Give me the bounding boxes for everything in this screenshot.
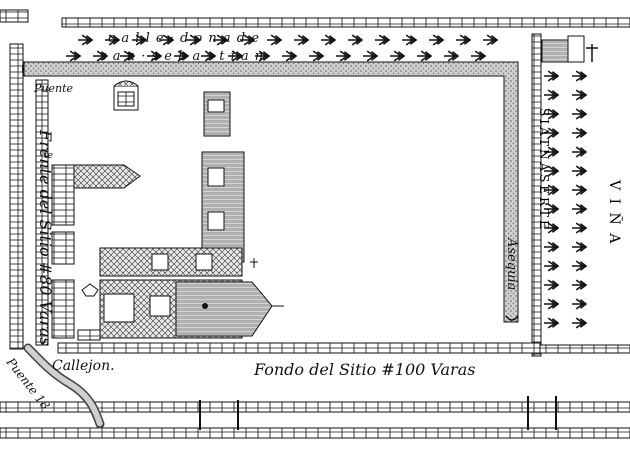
plant-sprig — [572, 146, 588, 158]
plant-sprig — [105, 34, 121, 46]
plant-sprig — [147, 50, 163, 62]
plant-sprig — [309, 50, 325, 62]
plant-sprig — [572, 165, 588, 177]
plant-sprig — [572, 108, 588, 120]
gate-structure — [541, 35, 598, 63]
plant-sprig — [213, 34, 229, 46]
plant-sprig — [572, 184, 588, 196]
vineyard-plants — [544, 70, 588, 329]
plant-sprig — [186, 34, 202, 46]
plant-sprig — [544, 127, 560, 139]
plant-sprig — [544, 89, 560, 101]
plant-sprig — [120, 50, 136, 62]
plant-sprig — [159, 34, 175, 46]
plant-sprig — [544, 241, 560, 253]
north-wall — [61, 17, 630, 28]
plant-sprig — [544, 260, 560, 272]
plant-sprig — [544, 222, 560, 234]
plant-sprig — [201, 50, 217, 62]
street-wall-south — [0, 401, 630, 413]
plant-sprig — [375, 34, 391, 46]
label-calle-row1: c a l l e · d o n a d e — [108, 31, 260, 46]
label-annex-mark: te — [44, 151, 53, 161]
plant-sprig — [456, 34, 472, 46]
label-side-letters: SIATNASERTE — [537, 108, 551, 232]
plant-sprig — [544, 203, 560, 215]
plant-sprig — [336, 50, 352, 62]
plant-sprig — [572, 70, 588, 82]
street-wall-south-2 — [0, 427, 630, 439]
acequia-channel — [22, 61, 519, 323]
tower-small — [203, 91, 231, 137]
corner-wall-nw — [0, 9, 29, 23]
plant-row-top — [66, 34, 499, 62]
plant-sprig — [572, 222, 588, 234]
plant-sprig — [321, 34, 337, 46]
plant-sprig — [444, 50, 460, 62]
label-callejon: Callejon. — [52, 358, 115, 374]
east-wall — [531, 33, 542, 357]
plant-sprig — [572, 260, 588, 272]
plant-sprig — [471, 50, 487, 62]
label-vina: V I Ñ A — [606, 179, 624, 245]
plant-sprig — [544, 317, 560, 329]
label-puente-top: Puente — [33, 82, 74, 95]
plant-sprig — [544, 108, 560, 120]
south-wall — [57, 342, 541, 354]
label-fondo: Fondo del Sitio #100 Varas — [253, 360, 475, 379]
plant-sprig — [572, 241, 588, 253]
plant-sprig — [93, 50, 109, 62]
plant-sprig — [544, 298, 560, 310]
creek-water — [25, 345, 103, 427]
label-acequia: Asequia — [504, 237, 519, 290]
plant-sprig — [348, 34, 364, 46]
plant-sprig — [572, 279, 588, 291]
plant-sprig — [572, 298, 588, 310]
west-wall — [9, 43, 24, 350]
plant-sprig — [544, 70, 560, 82]
plant-sprig — [390, 50, 406, 62]
plant-sprig — [572, 89, 588, 101]
plant-sprig — [255, 50, 271, 62]
plant-sprig — [78, 34, 94, 46]
plant-sprig — [363, 50, 379, 62]
plant-sprig — [417, 50, 433, 62]
plant-sprig — [572, 127, 588, 139]
plant-sprig — [544, 279, 560, 291]
plant-sprig — [544, 165, 560, 177]
plant-sprig — [483, 34, 499, 46]
plant-sprig — [66, 50, 82, 62]
boundary-walls — [0, 9, 630, 439]
plant-sprig — [572, 203, 588, 215]
label-frente: Frente del Sitio #80 Varas — [36, 129, 55, 346]
plant-sprig — [282, 50, 298, 62]
vineyard-wall — [539, 344, 630, 354]
annex-building — [51, 164, 141, 339]
well — [113, 80, 139, 111]
plant-sprig — [402, 34, 418, 46]
plant-sprig — [228, 50, 244, 62]
plant-sprig — [429, 34, 445, 46]
plant-sprig — [544, 184, 560, 196]
plant-sprig — [174, 50, 190, 62]
plant-sprig — [572, 317, 588, 329]
label-calle-row2: s a n · s e b a s t i a n — [100, 49, 264, 64]
plant-sprig — [267, 34, 283, 46]
plant-sprig — [544, 146, 560, 158]
front-wall — [35, 79, 49, 346]
plant-sprig — [294, 34, 310, 46]
plant-sprig — [240, 34, 256, 46]
main-house — [77, 151, 284, 341]
plant-sprig — [132, 34, 148, 46]
